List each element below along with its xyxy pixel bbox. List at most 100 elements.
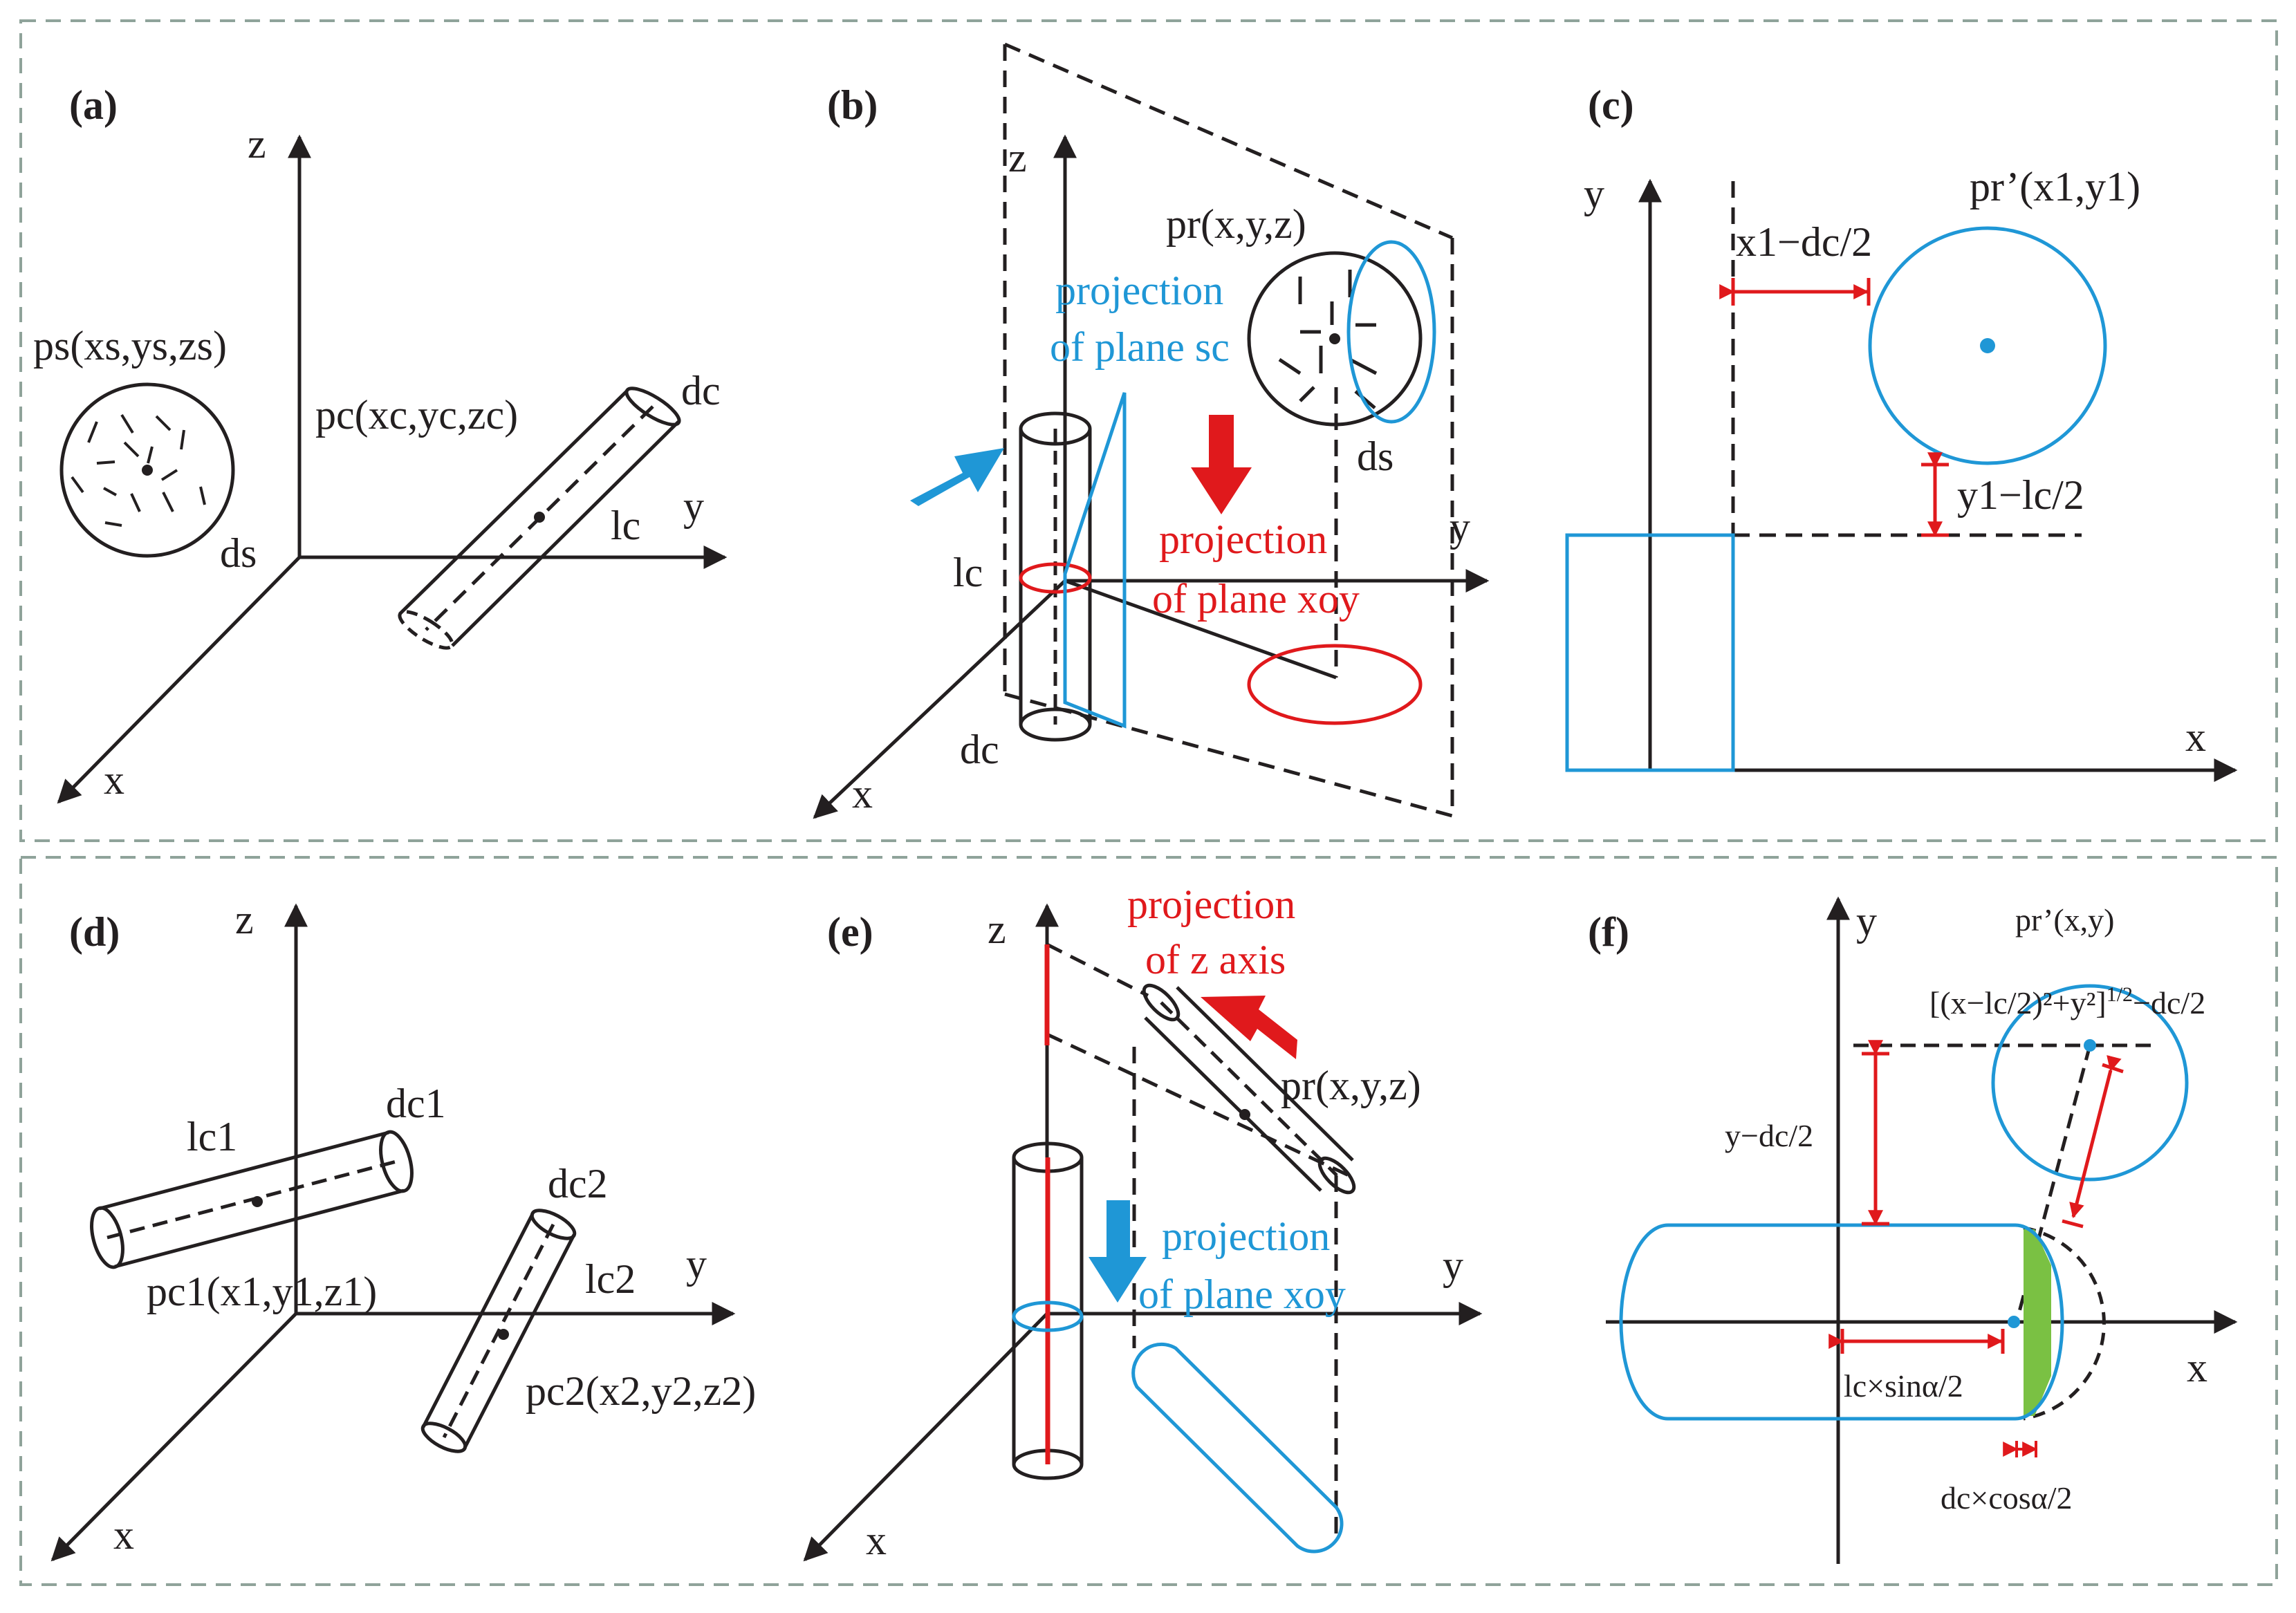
pr-label: pr’(x1,y1) [1970, 164, 2140, 209]
pc-label: pc(xc,yc,zc) [315, 392, 518, 438]
blue-arrow-icon [1089, 1200, 1147, 1303]
cylinder-b [1019, 411, 1092, 742]
proj-z-line1: projection [1127, 882, 1295, 927]
panel-d-tag: (d) [69, 909, 120, 955]
tilted-cylinder [1142, 983, 1356, 1195]
y1-dimension [1921, 452, 1949, 537]
formula-sup: 1/2 [2107, 983, 2133, 1006]
projection-ray [1064, 579, 1337, 680]
x-axis [50, 1312, 297, 1562]
proj-xoy-line1: projection [1159, 516, 1327, 562]
proj-z-line2: of z axis [1145, 937, 1286, 982]
sphere-ps [59, 382, 235, 558]
dc-cos-label: dc×cosα/2 [1941, 1480, 2073, 1516]
top-frame [19, 19, 2278, 842]
red-ellipse [1247, 644, 1423, 725]
panel-b [813, 42, 1490, 819]
blue-ellipse [1346, 240, 1436, 424]
proj-xoy-line2: of plane xoy [1138, 1271, 1346, 1317]
lc-label: lc [611, 503, 640, 548]
pr-label: pr(x,y,z) [1281, 1063, 1421, 1108]
dc2-label: dc2 [548, 1161, 608, 1206]
stadium-end-dot [2008, 1316, 2020, 1328]
dc-label: dc [960, 727, 999, 772]
y1-label: y1−lc/2 [1957, 472, 2084, 518]
cylinder-2 [420, 1209, 577, 1453]
z-axis-label: z [988, 906, 1006, 952]
pc1-label: pc1(x1,y1,z1) [147, 1269, 377, 1314]
panel-f [1606, 896, 2238, 1564]
ds-label: ds [1357, 433, 1394, 479]
lc-sin-label: lc×sinα/2 [1844, 1368, 1963, 1404]
plane-sc [1003, 42, 1454, 818]
pr-label: pr(x,y,z) [1166, 201, 1306, 247]
green-overlap [2024, 1229, 2051, 1416]
panel-f-tag: (f) [1588, 909, 1629, 955]
blue-rect [1565, 533, 1735, 772]
cylinder-pc [398, 386, 681, 650]
proj-xoy-line1: projection [1162, 1213, 1330, 1259]
x1-label: x1−dc/2 [1736, 219, 1872, 265]
y-dc-dimension [1862, 1040, 1889, 1226]
y-axis-label: y [1856, 898, 1877, 944]
y-axis-label: y [1443, 1242, 1463, 1288]
center-dot [1980, 338, 1995, 353]
panel-e [803, 903, 1483, 1562]
panel-c [1565, 178, 2238, 782]
formula-dimension [2062, 1055, 2124, 1229]
bottom-frame [19, 856, 2278, 1586]
panel-e-tag: (e) [827, 909, 873, 955]
dc1-label: dc1 [386, 1081, 446, 1126]
z-axis-label: z [235, 897, 254, 942]
formula-tail: −dc/2 [2133, 985, 2205, 1020]
semicircle-dash [2023, 1226, 2106, 1421]
lc-label: lc [953, 550, 983, 595]
x-axis-label: x [113, 1512, 134, 1558]
pc2-label: pc2(x2,y2,z2) [526, 1368, 756, 1414]
formula-main: [(x−lc/2)²+y²] [1929, 985, 2107, 1020]
x-axis-label: x [866, 1518, 887, 1563]
red-section [1019, 562, 1092, 594]
proj-sc-line2: of plane sc [1050, 324, 1230, 370]
lc-sin-dimension [1829, 1329, 2005, 1354]
panel-b-tag: (b) [827, 82, 878, 128]
proj-xoy-line2: of plane xoy [1152, 576, 1360, 622]
red-arrow-icon [1201, 996, 1297, 1059]
x-axis [813, 579, 1066, 819]
z-axis-label: z [1008, 135, 1027, 180]
panel-frames [19, 19, 2278, 1586]
blue-circle [1868, 226, 2107, 465]
formula-label: [(x−lc/2)²+y²]1/2−dc/2 [1929, 983, 2205, 1020]
blue-projection-sc [1063, 392, 1127, 729]
panel-c-tag: (c) [1588, 82, 1634, 128]
x-axis [803, 1312, 1048, 1562]
x-axis-label: x [2187, 1345, 2207, 1390]
proj-sc-line1: projection [1055, 268, 1223, 313]
dc-cos-dimension [2003, 1441, 2038, 1457]
pr-label: pr’(x,y) [2015, 902, 2114, 938]
y-axis-label: y [686, 1241, 707, 1287]
ds-label: ds [220, 530, 257, 576]
y-axis-label: y [1450, 504, 1470, 550]
y-dc-label: y−dc/2 [1725, 1118, 1813, 1153]
blue-section [1012, 1300, 1084, 1332]
circle-center [2084, 1039, 2096, 1052]
cylinder-e [1012, 1141, 1084, 1480]
panel-a-tag: (a) [69, 82, 118, 128]
projection-lines [1046, 942, 1350, 1533]
panel-a [57, 134, 728, 804]
red-arrow-icon [1191, 415, 1252, 514]
x-axis [57, 556, 301, 804]
ps-label: ps(xs,ys,zs) [33, 323, 227, 369]
panel-d [50, 903, 736, 1562]
cylinder-1 [90, 1130, 414, 1269]
y-axis-label: y [683, 483, 704, 529]
x-axis-label: x [852, 771, 873, 817]
z-axis-label: z [248, 121, 266, 167]
x-axis-label: x [104, 757, 124, 803]
y-axis-label: y [1584, 171, 1604, 216]
blue-stadium [1619, 1223, 2064, 1421]
x1-dimension [1719, 278, 1871, 306]
